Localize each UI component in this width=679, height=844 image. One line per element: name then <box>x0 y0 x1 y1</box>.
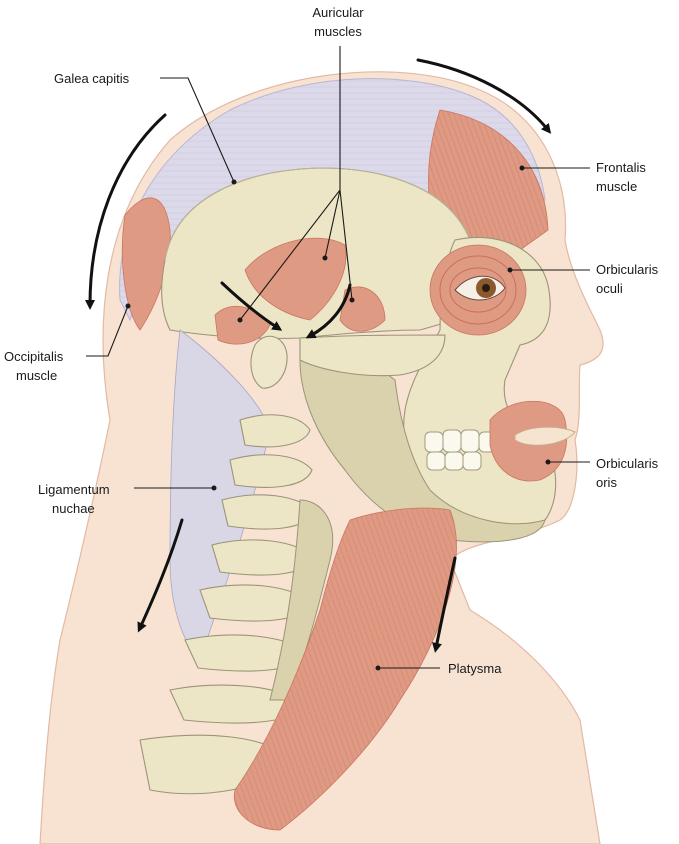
label-lig-nuchae-line2: nuchae <box>52 501 95 516</box>
label-orb-oculi-line1: Orbicularis <box>596 262 659 277</box>
auricular-muscle-posterior <box>214 306 271 345</box>
occipitalis-muscle-shape <box>121 197 171 331</box>
cervical-spine <box>139 414 334 795</box>
mandible <box>299 355 546 543</box>
label-orb-oculi-line2: oculi <box>596 281 623 296</box>
arrow-scalp-forward <box>416 58 552 134</box>
label-platysma: Platysma <box>448 661 502 676</box>
teeth <box>424 429 496 471</box>
label-lig-nuchae-line1: Ligamentum <box>38 482 110 497</box>
label-occipitalis-line1: Occipitalis <box>4 349 64 364</box>
label-occipitalis-line2: muscle <box>16 368 57 383</box>
arrow-auricular-anterior <box>305 283 352 339</box>
leader-galea <box>160 77 235 183</box>
ear <box>250 335 288 389</box>
label-frontalis-line2: muscle <box>596 179 637 194</box>
leader-auricular <box>239 46 353 321</box>
label-orb-oris-line1: Orbicularis <box>596 456 659 471</box>
label-frontalis-line1: Frontalis <box>596 160 646 175</box>
label-auricular-line1: Auricular <box>312 5 364 20</box>
arrow-scalp-backward <box>85 113 167 310</box>
leader-occipitalis <box>86 305 129 357</box>
label-orb-oris-line2: oris <box>596 475 617 490</box>
arrow-neck-down <box>137 518 184 633</box>
auricular-muscle-superior <box>244 237 347 321</box>
arrow-auricular-posterior <box>220 281 283 331</box>
arrow-platysma-down <box>432 556 457 653</box>
label-galea-capitis: Galea capitis <box>54 71 130 86</box>
label-auricular-line2: muscles <box>314 24 362 39</box>
